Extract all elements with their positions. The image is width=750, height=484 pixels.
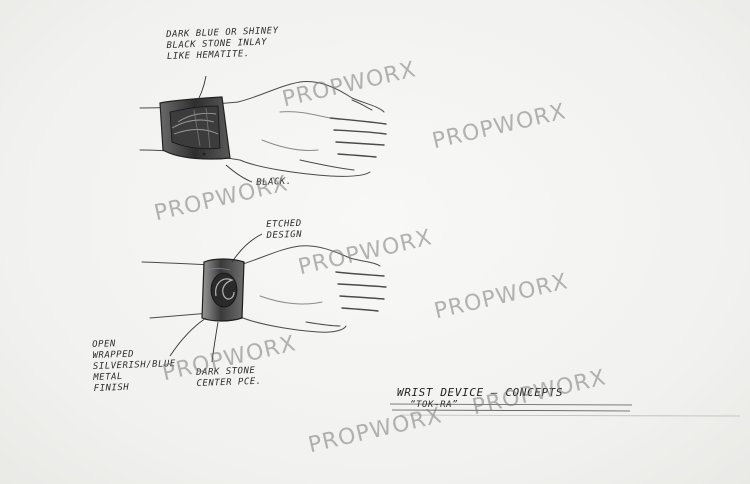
annotation-metal-finish: OPEN WRAPPED SILVERISH/BLUE METAL FINISH — [92, 339, 176, 394]
annotation-stone-inlay: DARK BLUE OR SHINEY BLACK STONE INLAY LI… — [166, 26, 279, 62]
top-hand-sketch — [139, 80, 387, 177]
sheet-title: WRIST DEVICE – CONCEPTS — [397, 386, 564, 399]
annotation-center-stone: DARK STONE CENTER PCE. — [196, 365, 262, 389]
annotation-etched-design: ETCHED DESIGN — [266, 218, 303, 241]
top-cuff-sketch — [159, 96, 231, 160]
bottom-cuff-sketch — [201, 258, 245, 322]
bottom-hand-sketch — [141, 245, 387, 333]
annotation-black: BLACK. — [256, 176, 292, 188]
sheet-subtitle: “TOK-RA” — [410, 400, 459, 410]
